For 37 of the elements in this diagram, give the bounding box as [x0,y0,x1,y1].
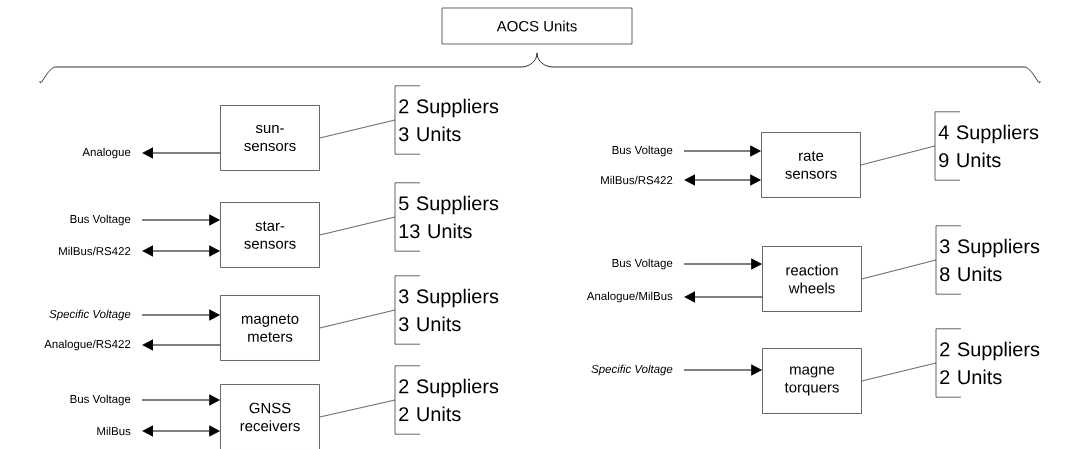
arrow [684,291,763,303]
bracket-text: 2 Suppliers 2 Units [935,328,1040,398]
connector-line [319,309,396,329]
connector-line [319,119,396,139]
unit-box: GNSS receivers [220,384,320,449]
unit-box: magne torquers [762,348,862,414]
signal-label: Specific Voltage [49,309,131,321]
bracket-text: 4 Suppliers 9 Units [934,111,1039,181]
signal-label: Bus Voltage [70,214,131,226]
signal-label: Analogue/RS422 [44,339,131,351]
unit-box: reaction wheels [762,246,862,312]
connector-line [319,399,396,418]
signal-label: Bus Voltage [70,394,131,406]
signal-label: Analogue [82,147,131,159]
connector-line [861,259,937,280]
title-box: AOCS Units [441,7,633,45]
signal-label: Analogue/MilBus [586,291,673,303]
signal-label: Specific Voltage [591,364,673,376]
signal-label: MilBus/RS422 [601,175,673,185]
signal-label: Bus Voltage [612,145,673,157]
bracket-text: 5 Suppliers 13 Units [394,182,499,252]
connector-line [861,362,937,382]
arrow [142,339,221,351]
bracket-text: 2 Suppliers 2 Units [394,365,499,435]
connector-line [319,216,396,236]
signal-label: MilBus/RS422 [59,246,131,256]
unit-box: sun- sensors [220,105,320,171]
bracket-text: 3 Suppliers 8 Units [935,225,1040,295]
unit-box: magneto meters [220,295,320,361]
unit-box: rate sensors [761,132,861,198]
bracket-text: 3 Suppliers 3 Units [394,275,499,345]
signal-label: MilBus [97,426,131,436]
bracket-text: 2 Suppliers 3 Units [394,85,499,155]
unit-box: star- sensors [220,202,320,268]
signal-label: Bus Voltage [612,258,673,270]
arrow [142,147,221,159]
connector-line [860,145,936,166]
